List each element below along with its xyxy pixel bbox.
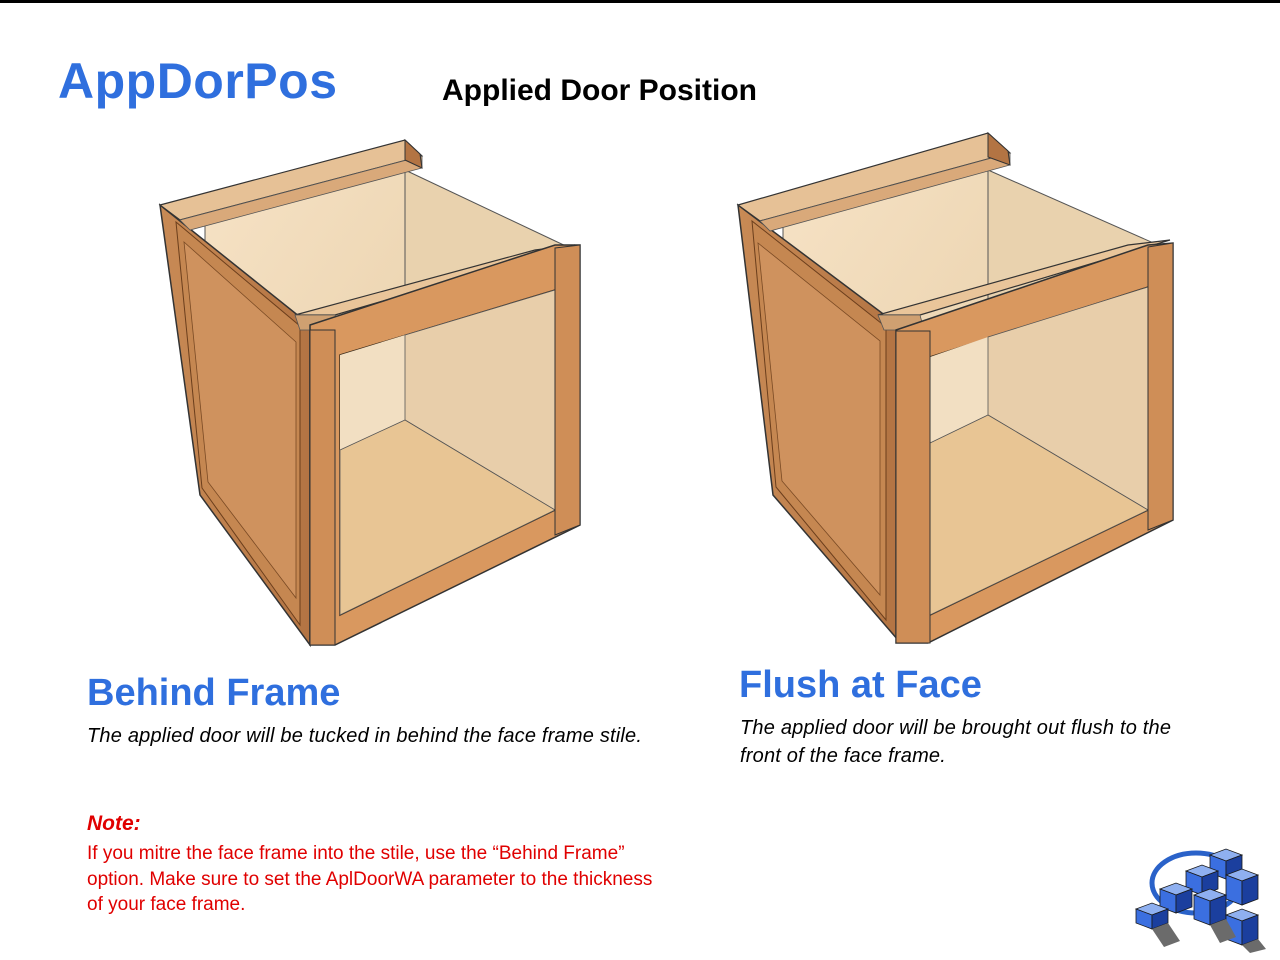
- cabinet-flush-at-face-illustration: [736, 131, 1174, 644]
- cabinet-behind-frame-illustration: [158, 138, 581, 648]
- note-text: If you mitre the face frame into the sti…: [87, 843, 653, 915]
- top-rule: [0, 0, 1280, 3]
- note-label: Note:: [87, 812, 141, 835]
- behind-frame-description: The applied door will be tucked in behin…: [87, 725, 643, 747]
- flush-at-face-description: The applied door will be brought out flu…: [740, 717, 1172, 767]
- company-logo: [1134, 848, 1266, 953]
- flush-at-face-heading: Flush at Face: [739, 664, 982, 706]
- behind-frame-heading: Behind Frame: [87, 672, 341, 714]
- page-subtitle: Applied Door Position: [442, 74, 757, 107]
- app-title: AppDorPos: [58, 53, 338, 109]
